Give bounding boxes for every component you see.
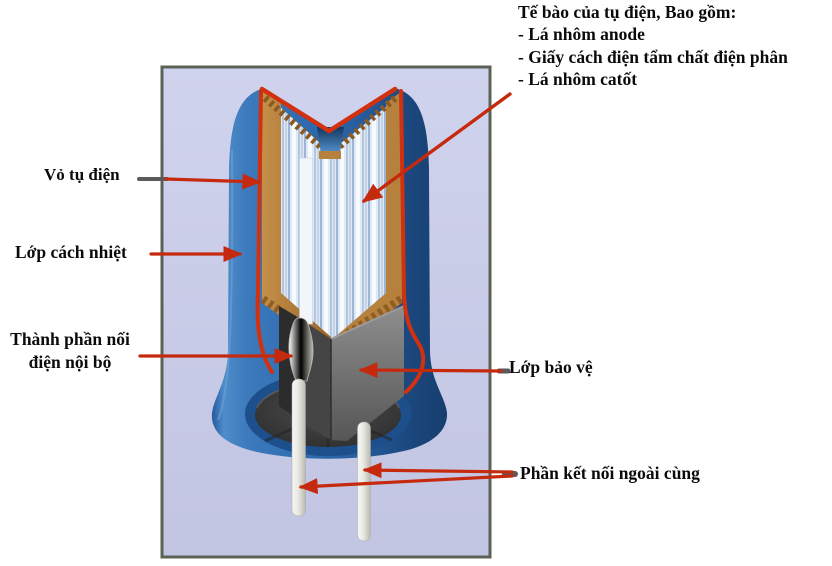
internal-connection-line1: Thành phần nối: [10, 329, 130, 349]
cut-outline-top-v: [259, 86, 398, 134]
callout-arrows: [137, 92, 518, 495]
core-notch: [317, 127, 344, 153]
cell-composition-title: Tế bào của tụ điện, Bao gồm:: [518, 2, 737, 22]
thermal-layer-label: Lớp cách nhiệt: [15, 242, 127, 262]
body-edge-highlight: [217, 149, 234, 421]
arrow-external-lower: [298, 474, 514, 495]
cut-outline: [255, 86, 426, 394]
core-notch-base: [319, 151, 341, 159]
cell-item-anode: - Lá nhôm anode: [518, 24, 645, 45]
copper-lining-right: [335, 91, 402, 352]
arrow-cell: [361, 92, 512, 203]
cell-item-separator: - Giấy cách điện tẩm chất điện phân: [518, 46, 788, 67]
internal-connection-line2: điện nội bộ: [28, 352, 112, 372]
lead-left: [291, 378, 306, 517]
arrow-protective: [358, 362, 503, 379]
protective-layer-label: Lớp bảo vệ: [509, 357, 593, 377]
internal-connector-blob: [288, 317, 314, 382]
cell-item-cathode: - Lá nhôm catốt: [518, 69, 638, 90]
cut-outline-right: [399, 89, 426, 394]
external-connection-label: Phần kết nối ngoài cùng: [520, 463, 700, 483]
shell-label: Vỏ tụ điện: [44, 165, 120, 184]
lead-right: [357, 421, 371, 542]
cell-composition-block: Tế bào của tụ điện, Bao gồm: - Lá nhôm a…: [518, 1, 788, 91]
copper-lining-left: [262, 91, 331, 352]
cut-outline-left: [255, 89, 274, 374]
seal-block-top-edge: [330, 305, 405, 340]
internal-connection-label: Thành phần nối điện nội bộ: [1, 328, 139, 374]
arrow-shell: [164, 173, 262, 190]
center-column: [299, 157, 313, 325]
arrow-external-upper: [362, 462, 514, 479]
